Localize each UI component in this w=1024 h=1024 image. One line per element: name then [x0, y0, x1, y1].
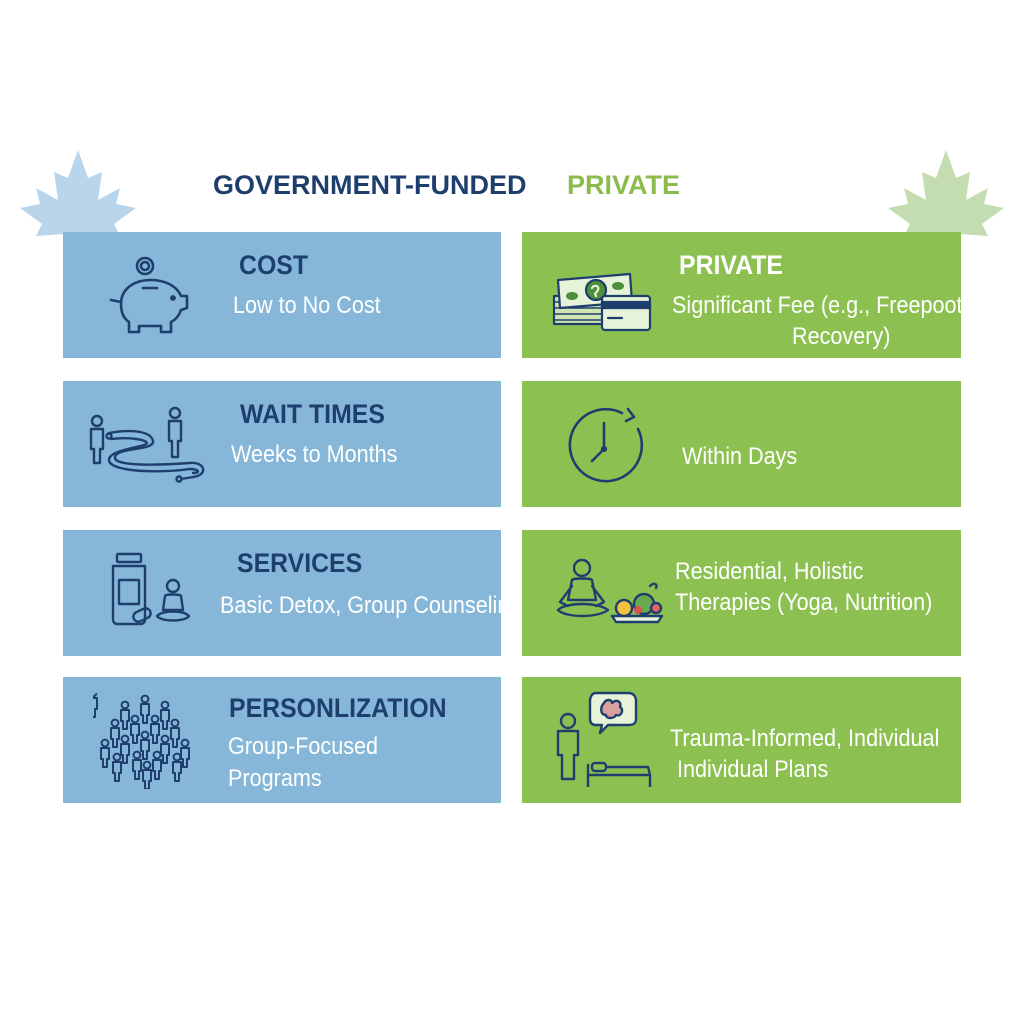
personalization-body-line-1: Group-Focused: [228, 733, 379, 760]
personalization-body-line-2: Programs: [228, 765, 322, 792]
cost-body-line-1: Low to No Cost: [233, 292, 381, 319]
gov-personalization-card: PERSONLIZATION Group-Focused Programs: [63, 677, 501, 803]
maple-leaf-right-icon: [886, 148, 1006, 273]
private-wait-times-body-line-1: Within Days: [682, 443, 798, 470]
wait-times-body-line-1: Weeks to Months: [231, 441, 398, 468]
gov-services-card: SERVICES Basic Detox, Group Counseling: [63, 530, 501, 656]
crowd-icon: [93, 693, 203, 789]
personalization-title: PERSONLIZATION: [229, 693, 447, 723]
medicine-meditation-icon: [107, 550, 197, 634]
gov-cost-card: COST Low to No Cost: [63, 232, 501, 358]
clock-icon: [566, 405, 648, 487]
private-services-body-line-1: Residential, Holistic: [675, 558, 864, 585]
private-services-card: Residential, Holistic Therapies (Yoga, N…: [522, 530, 961, 656]
private-services-body-line-2: Therapies (Yoga, Nutrition): [675, 589, 933, 616]
cost-title: COST: [239, 250, 309, 280]
private-personalization-card: Trauma-Informed, Individual Individual P…: [522, 677, 961, 803]
private-cost-body-line-2: Recovery): [792, 323, 891, 350]
services-title: SERVICES: [237, 548, 363, 578]
private-cost-body-line-1: Significant Fee (e.g., Freepoot: [672, 292, 961, 319]
private-personalization-body-line-2: Individual Plans: [677, 756, 829, 783]
waiting-path-icon: [81, 403, 211, 487]
gov-wait-times-card: WAIT TIMES Weeks to Months: [63, 381, 501, 507]
money-card-icon: [550, 266, 660, 338]
private-wait-times-card: Within Days: [522, 381, 961, 507]
government-funded-heading: GOVERNMENT-FUNDED: [213, 170, 527, 200]
piggy-bank-icon: [103, 254, 193, 338]
wait-times-title: WAIT TIMES: [240, 399, 385, 429]
private-heading: PRIVATE: [567, 170, 681, 200]
yoga-nutrition-icon: [554, 556, 666, 626]
private-personalization-body-line-1: Trauma-Informed, Individual: [670, 725, 940, 752]
individual-care-icon: [552, 691, 656, 787]
private-cost-title: PRIVATE: [679, 250, 783, 280]
private-cost-card: PRIVATE Significant Fee (e.g., Freepoot …: [522, 232, 961, 358]
services-body-line-1: Basic Detox, Group Counseling: [220, 592, 501, 619]
maple-leaf-left-icon: [18, 148, 138, 273]
